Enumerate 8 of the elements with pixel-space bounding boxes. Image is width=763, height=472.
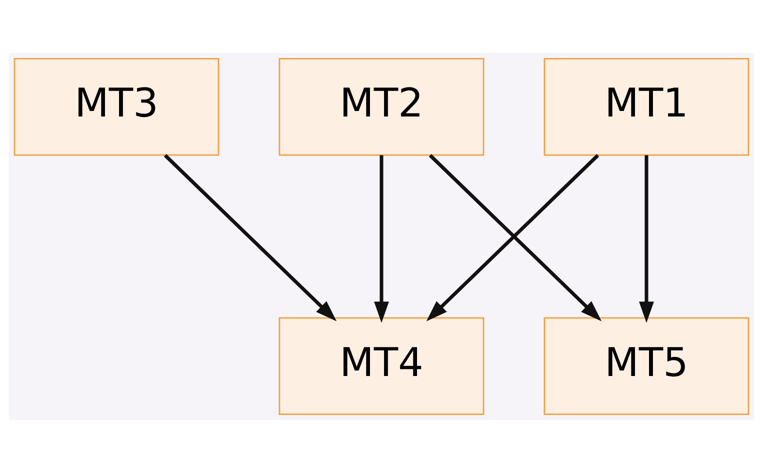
- arrow: [639, 154, 654, 322]
- node-box: MT1: [544, 57, 750, 156]
- arrow: [374, 154, 389, 322]
- node-box: MT5: [544, 316, 750, 415]
- node-box: MT3: [14, 57, 220, 156]
- node-box: MT4: [278, 316, 484, 415]
- node-box: MT2: [278, 57, 484, 156]
- arrow: [164, 154, 337, 321]
